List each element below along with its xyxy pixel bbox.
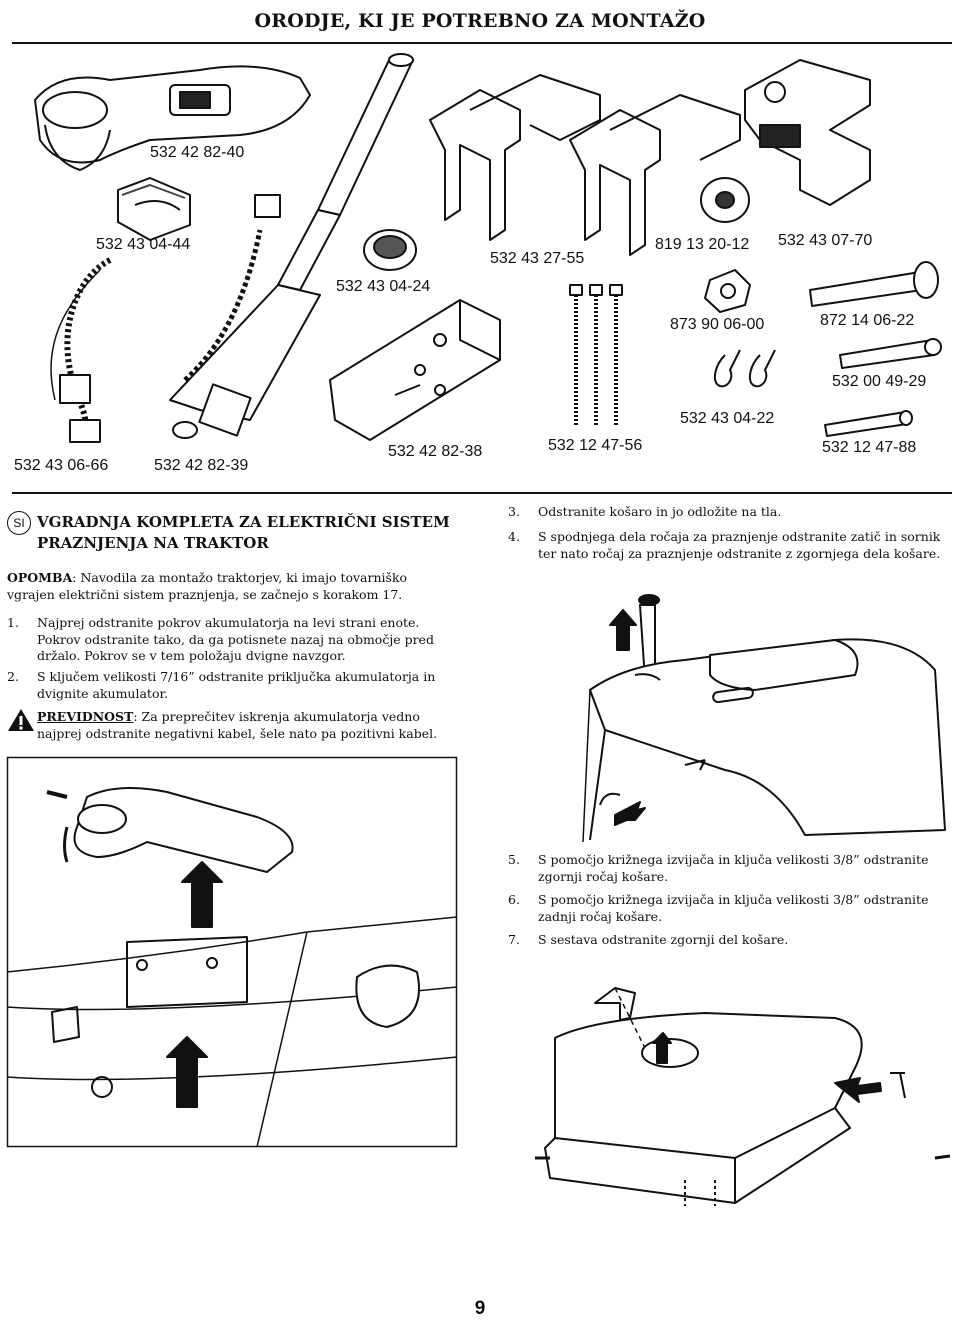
step-text: S ključem velikosti 7/16” odstranite pri…: [37, 669, 436, 701]
pivot-bracket-part-drawing: [744, 59, 871, 206]
part-label-pivot-bracket: 532 43 07-70: [778, 232, 873, 249]
warning-icon: [8, 709, 34, 731]
caution-label: PREVIDNOST: [37, 709, 134, 724]
step-7: 7. S sestava odstranite zgornji del koša…: [508, 932, 956, 949]
part-label-hairpin-clips: 532 43 04-22: [680, 410, 775, 427]
section-divider: [12, 492, 952, 494]
step-text: S spodnjega dela ročaja za praznjenje od…: [538, 529, 941, 561]
note-label: OPOMBA: [7, 570, 73, 585]
caution-text: : Za preprečitev iskrenja akumulatorja v…: [37, 709, 438, 741]
hairpin-clips-part-drawing: [713, 349, 776, 388]
part-label-actuator: 532 42 82-39: [154, 457, 249, 474]
part-label-small-pin: 532 12 47-88: [822, 439, 917, 456]
washer-part-drawing: [700, 177, 750, 223]
step-number: 1.: [7, 615, 19, 630]
cable-ties-part-drawing: [569, 284, 623, 425]
part-label-grommet: 532 43 04-24: [336, 278, 431, 295]
section-title: VGRADNJA KOMPLETA ZA ELEKTRIČNI SISTEM P…: [37, 513, 450, 552]
parts-illustration: [34, 53, 942, 443]
switch-part-drawing: [117, 177, 191, 241]
step-4: 4. S spodnjega dela ročaja za praznjenje…: [508, 529, 956, 562]
step-text: S pomočjo križnega izvijača in ključa ve…: [538, 852, 929, 884]
mount-bracket-part-drawing: [329, 299, 501, 441]
page-number: 9: [474, 1298, 486, 1319]
grommet-part-drawing: [363, 229, 417, 271]
part-label-clevis-pin: 872 14 06-22: [820, 312, 915, 329]
page-title: ORODJE, KI JE POTREBNO ZA MONTAŽO: [254, 10, 706, 32]
part-label-washer: 819 13 20-12: [655, 236, 750, 253]
note-paragraph: OPOMBA: Navodila za montažo traktorjev, …: [7, 570, 457, 603]
step-text: Odstranite košaro in jo odložite na tla.: [538, 504, 782, 519]
part-label-mount-bracket: 532 42 82-38: [388, 443, 483, 460]
step-text: S sestava odstranite zgornji del košare.: [538, 932, 789, 947]
part-label-handle: 532 42 82-40: [150, 144, 245, 161]
step-number: 4.: [508, 529, 520, 544]
step-2: 2. S ključem velikosti 7/16” odstranite …: [7, 669, 457, 702]
step-6: 6. S pomočjo križnega izvijača in ključa…: [508, 892, 956, 925]
step-5: 5. S pomočjo križnega izvijača in ključa…: [508, 852, 956, 885]
language-badge: SI: [7, 511, 31, 535]
nut-part-drawing: [704, 269, 751, 313]
step-number: 5.: [508, 852, 520, 867]
part-label-pin: 532 00 49-29: [832, 373, 927, 390]
step-text: Najprej odstranite pokrov akumulatorja n…: [37, 615, 434, 663]
battery-cover-illustration: [6, 756, 458, 1148]
step-text: S pomočjo križnega izvijača in ključa ve…: [538, 892, 929, 924]
part-label-harness: 532 43 06-66: [14, 457, 109, 474]
part-label-nut: 873 90 06-00: [670, 316, 765, 333]
step-number: 6.: [508, 892, 520, 907]
small-pin-part-drawing: [824, 410, 913, 437]
part-label-cable-ties: 532 12 47-56: [548, 437, 643, 454]
note-text: : Navodila za montažo traktorjev, ki ima…: [7, 570, 408, 602]
actuator-part-drawing: [169, 53, 414, 439]
step-number: 7.: [508, 932, 520, 947]
part-label-brackets: 532 43 27-55: [490, 250, 585, 267]
caution-paragraph: PREVIDNOST: Za preprečitev iskrenja akum…: [37, 709, 457, 742]
brackets-part-drawing: [429, 74, 741, 256]
bin-handle-illustration: [582, 594, 946, 843]
harness-part-drawing: [50, 257, 112, 443]
step-number: 3.: [508, 504, 520, 519]
clevis-pin-part-drawing: [809, 261, 939, 307]
pin-part-drawing: [839, 338, 942, 369]
header-divider: [12, 42, 952, 44]
bin-top-illustration: [535, 987, 951, 1206]
step-3: 3. Odstranite košaro in jo odložite na t…: [508, 504, 956, 521]
part-label-switch: 532 43 04-44: [96, 236, 191, 253]
step-number: 2.: [7, 669, 19, 684]
handle-part-drawing: [34, 65, 311, 171]
step-1: 1. Najprej odstranite pokrov akumulatorj…: [7, 615, 457, 687]
